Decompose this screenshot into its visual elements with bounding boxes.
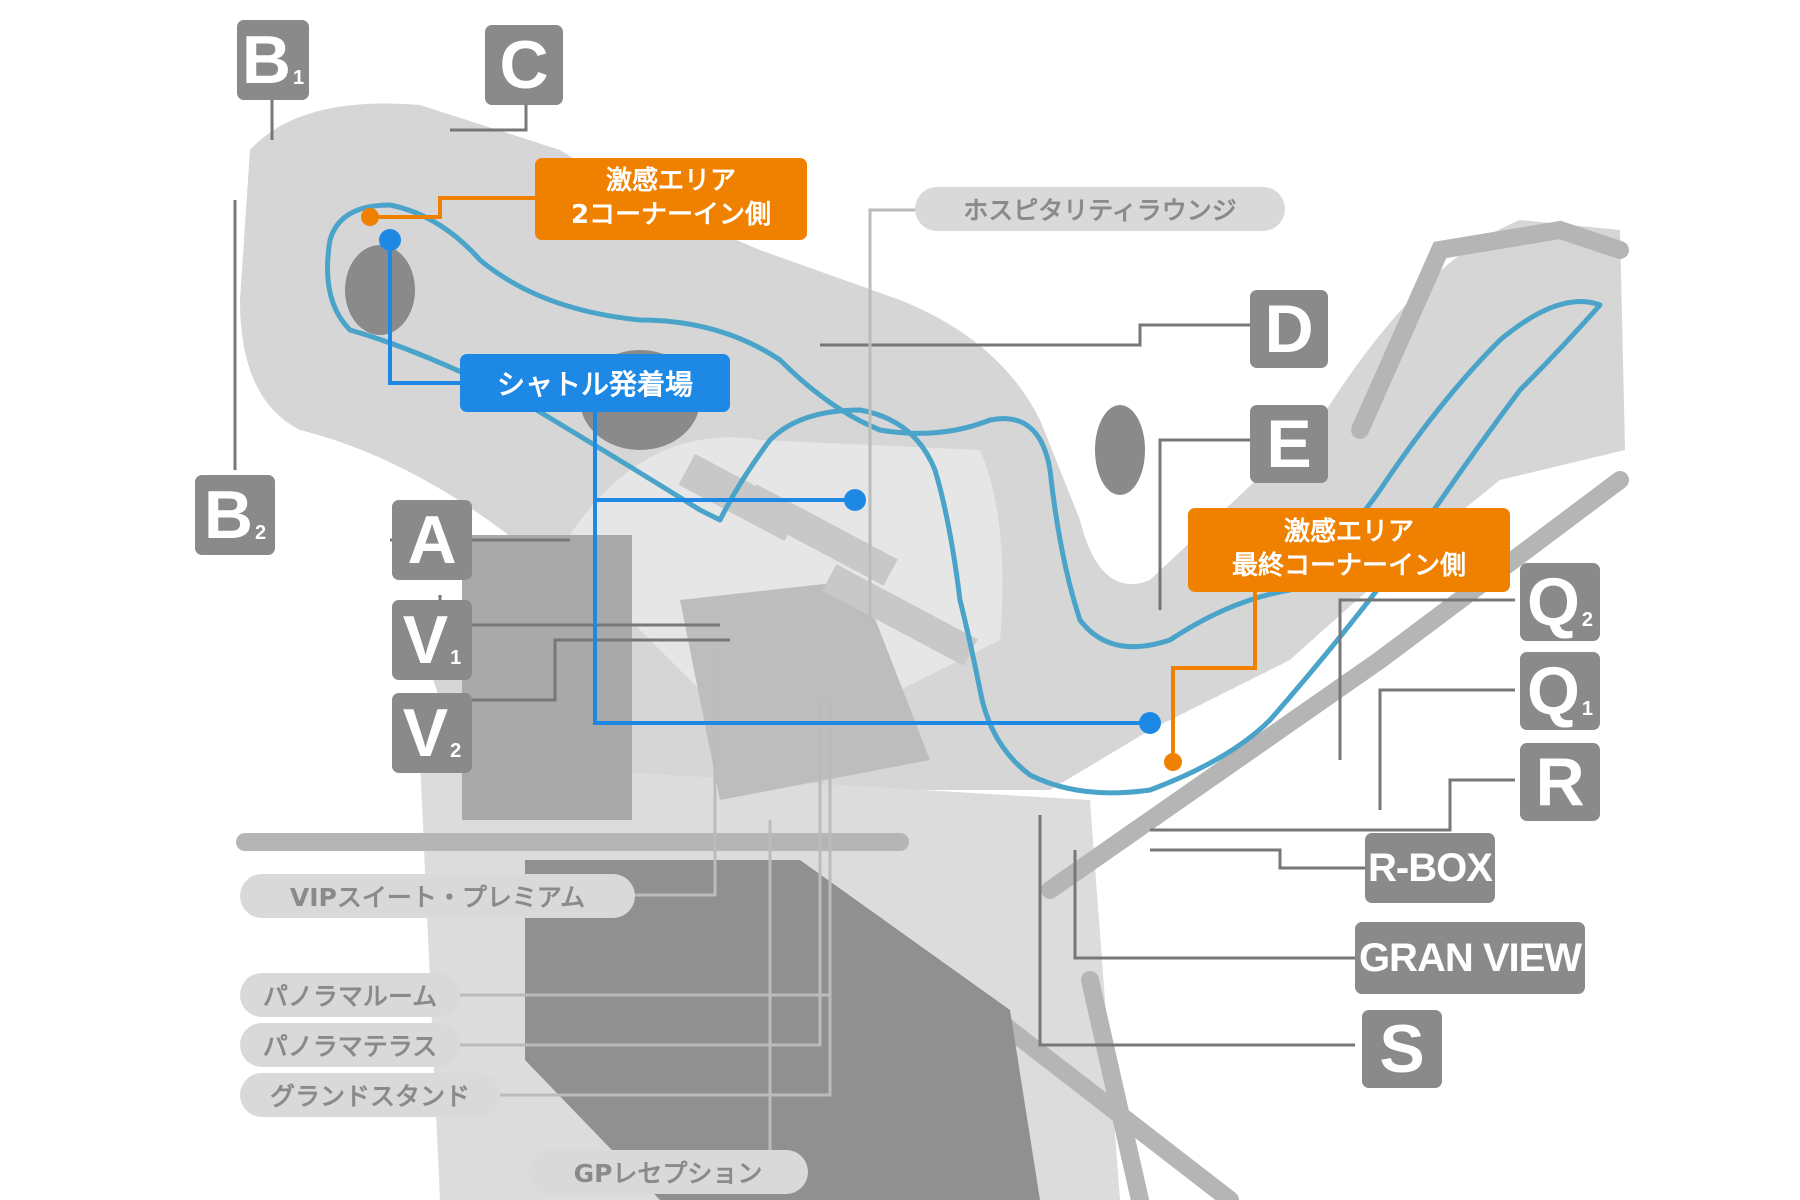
- shuttle-point-infield: [844, 489, 866, 511]
- leader-rbox: [1150, 848, 1365, 870]
- leader-e: [1158, 438, 1250, 610]
- building-west: [462, 535, 632, 820]
- excitement-area-final-corner-label: 激感エリア 最終コーナーイン側: [1188, 508, 1510, 592]
- blue-lines: [388, 240, 1150, 725]
- shuttle-point-northwest: [379, 229, 401, 251]
- stand-q2-letter: Q: [1526, 564, 1580, 640]
- excitement-area-2corner-line1: 激感エリア: [605, 166, 736, 197]
- leader-s: [1038, 815, 1355, 1047]
- grandstand-block-2: [742, 484, 898, 586]
- leader-v2: [440, 638, 730, 702]
- panorama-terrace-label: パノラマテラス: [240, 1023, 460, 1067]
- orange-lines: [370, 196, 1257, 762]
- stand-a-letter: A: [407, 502, 457, 578]
- stand-b2-sub: 2: [254, 521, 267, 544]
- stand-r-letter: R: [1535, 744, 1585, 820]
- rbox-label: R-BOX: [1365, 833, 1495, 903]
- building-south: [525, 860, 1040, 1200]
- east-road: [1081, 971, 1149, 1200]
- vip-suite-label: VIPスイート・プレミアム: [240, 874, 635, 918]
- leader-granview: [1073, 850, 1355, 960]
- marker-final-corner: [1164, 753, 1182, 771]
- stand-r-label: R: [1520, 743, 1600, 821]
- grandstand-label: グランドスタンド: [240, 1073, 500, 1117]
- building-car-park: [680, 580, 930, 800]
- stand-b1-letter: B: [241, 22, 291, 98]
- blue-line-to-final: [593, 500, 1150, 725]
- leader-grandstand: [500, 700, 832, 1097]
- stand-q1-letter: Q: [1526, 653, 1580, 729]
- stand-d-label: D: [1250, 290, 1328, 368]
- infield-grey: [560, 437, 1003, 700]
- leader-c: [450, 95, 528, 132]
- stand-c-letter: C: [499, 27, 549, 103]
- leader-panorama-terrace: [460, 700, 822, 1047]
- excitement-area-2corner-line2: 2コーナーイン側: [570, 200, 772, 230]
- marker-2corner: [361, 208, 379, 226]
- gp-reception-label: GPレセプション: [528, 1150, 808, 1194]
- leader-d: [820, 323, 1250, 347]
- orange-line-2corner: [370, 196, 535, 219]
- excitement-area-final-line1: 激感エリア: [1283, 517, 1414, 548]
- stand-v1-letter: V: [402, 602, 449, 678]
- shuttle-point-final: [1139, 712, 1161, 734]
- leader-q1: [1378, 688, 1515, 810]
- hospitality-lounge-label: ホスピタリティラウンジ: [915, 187, 1285, 231]
- stand-a-label: A: [392, 500, 472, 580]
- roads: [236, 220, 1629, 1200]
- stand-v2-letter: V: [402, 695, 449, 771]
- stand-q1-sub: 1: [1581, 697, 1594, 720]
- pond-northwest: [345, 245, 415, 335]
- light-leader-lines: [460, 208, 915, 1150]
- grandstand-block-3: [822, 564, 978, 666]
- stand-v2-sub: 2: [450, 739, 462, 762]
- stand-v1-sub: 1: [450, 646, 462, 669]
- leader-q2: [1338, 598, 1515, 760]
- stand-s-label: S: [1362, 1010, 1442, 1088]
- leader-vip: [635, 650, 717, 897]
- stand-e-label: E: [1250, 405, 1328, 483]
- leader-lines: [233, 75, 1515, 1047]
- stand-d-letter: D: [1264, 291, 1314, 367]
- stand-e-letter: E: [1266, 406, 1312, 482]
- buildings: [345, 245, 1145, 1200]
- stand-c-label: C: [485, 25, 563, 105]
- pond-east: [1095, 405, 1145, 495]
- orange-line-final: [1171, 590, 1257, 762]
- panorama-room-label: パノラマルーム: [240, 973, 460, 1017]
- stand-s-letter: S: [1379, 1011, 1425, 1087]
- excitement-area-final-line2: 最終コーナーイン側: [1231, 551, 1466, 581]
- granview-label: GRAN VIEW: [1355, 922, 1585, 994]
- blue-line-northwest: [388, 240, 460, 385]
- leader-hospitality: [868, 208, 915, 620]
- stand-q2-sub: 2: [1581, 608, 1594, 631]
- leader-r: [1150, 778, 1515, 832]
- shuttle-terminal-label: シャトル発着場: [460, 354, 730, 412]
- stand-b1-sub: 1: [292, 66, 305, 89]
- north-east-road: [1351, 220, 1629, 439]
- service-road: [1041, 471, 1629, 899]
- orange-markers: [361, 208, 1182, 771]
- stand-b2-letter: B: [203, 477, 253, 553]
- excitement-area-2corner-label: 激感エリア 2コーナーイン側: [535, 158, 807, 240]
- blue-markers: [379, 229, 1161, 734]
